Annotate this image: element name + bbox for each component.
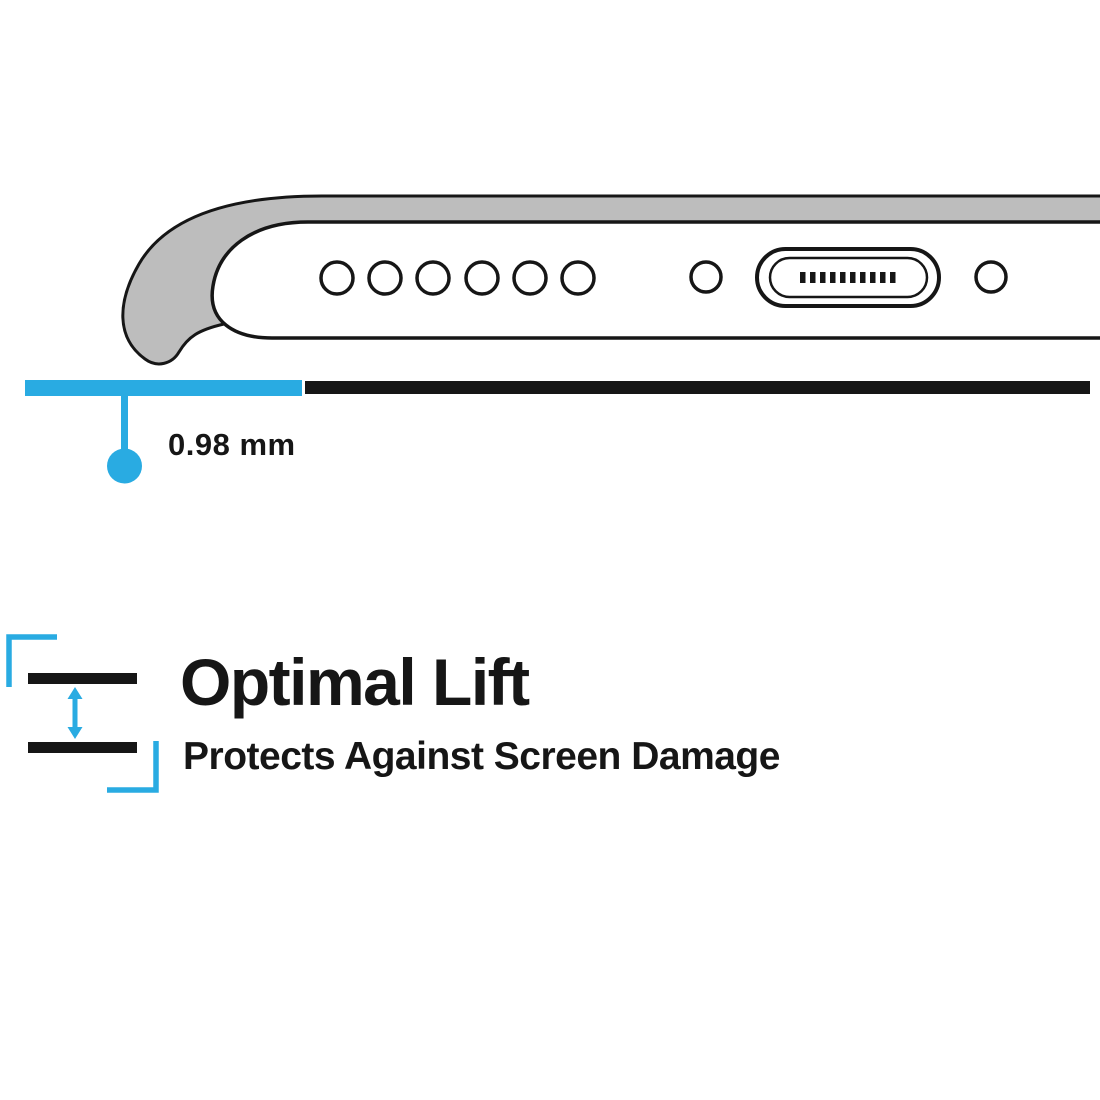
surface-bar-accent [25, 380, 302, 396]
speaker-holes [319, 260, 596, 296]
measurement-stem [121, 396, 128, 451]
feature-title: Optimal Lift [180, 645, 530, 719]
phone-case-illustration [121, 194, 1100, 366]
speaker-hole [464, 260, 500, 296]
lift-arrow-head-up [67, 687, 83, 699]
surface-bar-dark [305, 381, 1090, 394]
lift-measurement-value: 0.98 mm [168, 427, 296, 462]
surface-line [25, 380, 1090, 396]
measurement-dot [107, 448, 142, 484]
speaker-hole [560, 260, 596, 296]
speaker-hole [367, 260, 403, 296]
bracket-top-left-icon [6, 634, 57, 687]
speaker-hole [512, 260, 548, 296]
bracket-bottom-right-icon [107, 741, 159, 793]
screen-line-top [28, 673, 137, 684]
charging-port [755, 247, 941, 308]
lift-icon [6, 634, 159, 793]
charging-port-inner [768, 256, 929, 299]
lift-arrow-icon [67, 687, 83, 739]
screen-line-bottom [28, 742, 137, 753]
screw-hole-left [689, 260, 723, 294]
lift-arrow-head-down [67, 727, 83, 739]
feature-subtitle: Protects Against Screen Damage [183, 735, 780, 778]
speaker-hole [319, 260, 355, 296]
screw-hole-right [974, 260, 1008, 294]
speaker-hole [415, 260, 451, 296]
measurement-marker [107, 396, 142, 484]
